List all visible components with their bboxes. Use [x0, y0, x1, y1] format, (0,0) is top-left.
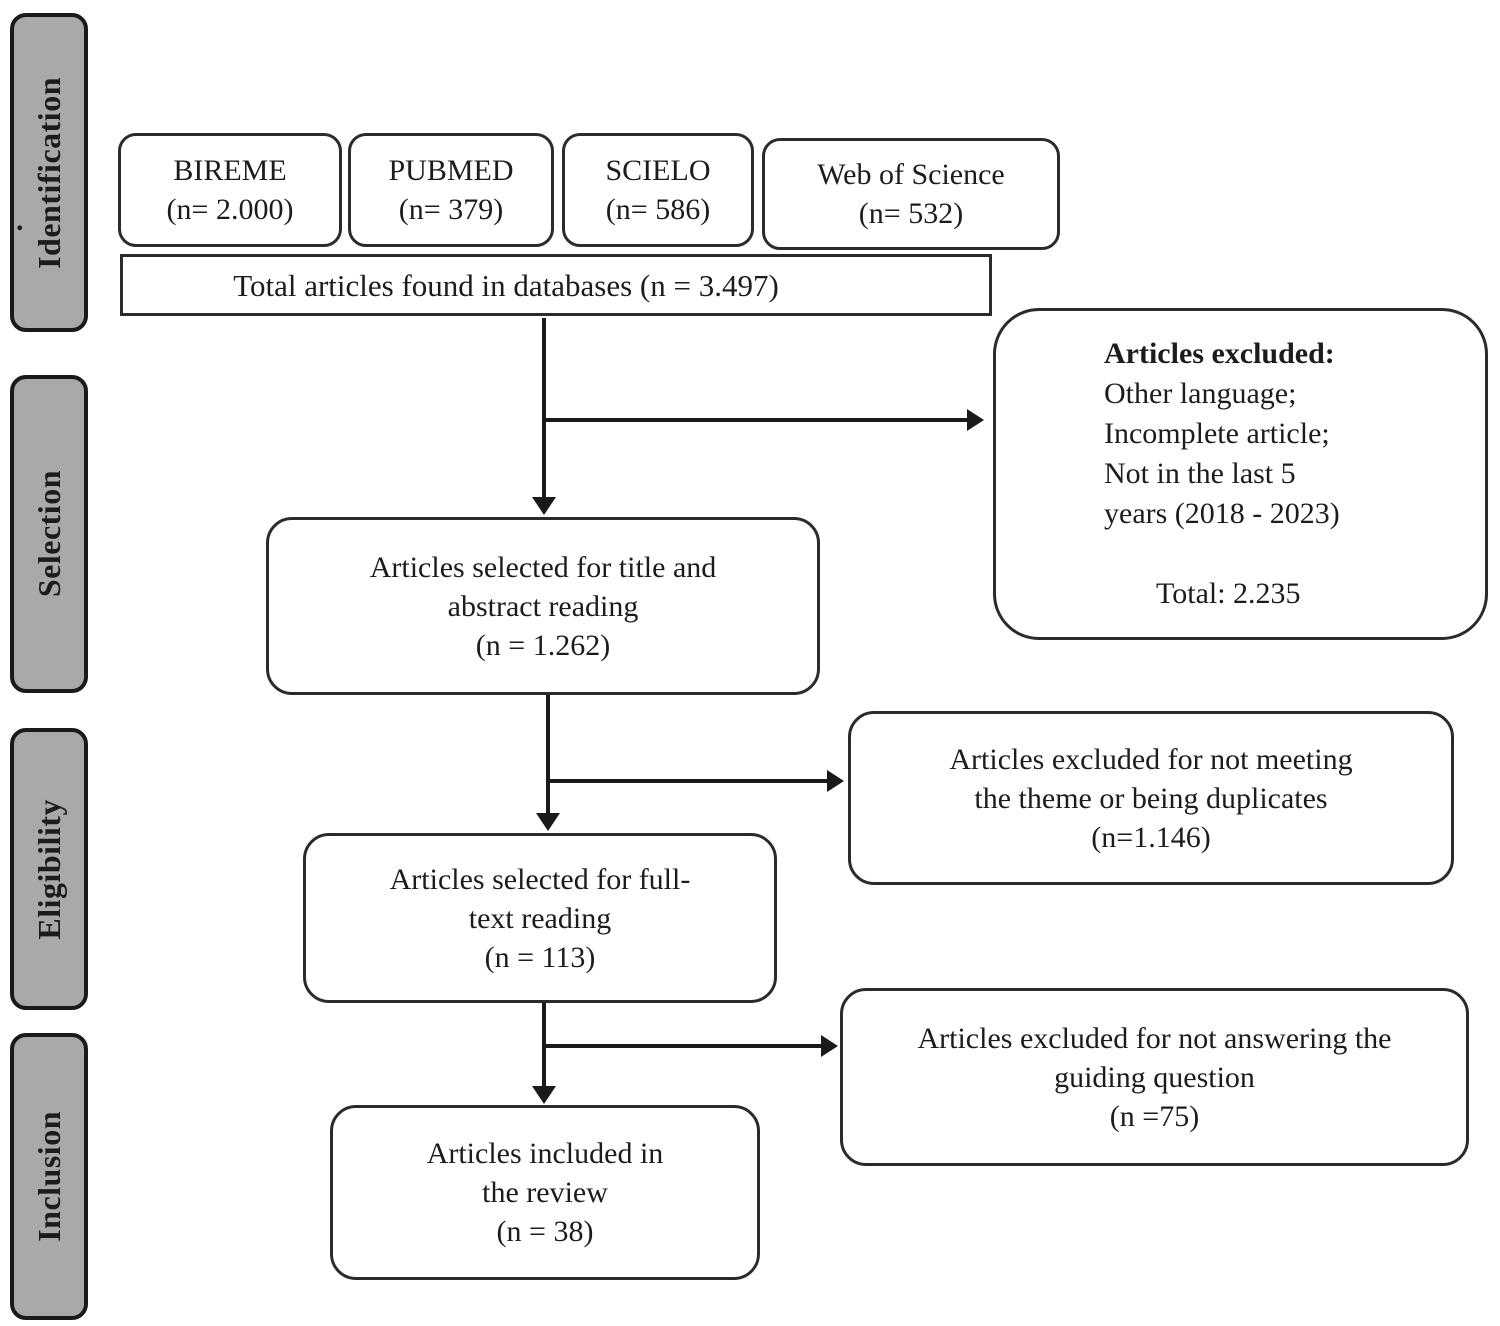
database-box-scielo: SCIELO (n= 586) [562, 133, 754, 247]
total-found-text: Total articles found in databases (n = 3… [233, 267, 779, 303]
excluded-initial-box: Articles excluded: Other language; Incom… [993, 308, 1488, 640]
database-count: (n= 532) [858, 197, 964, 230]
database-count: (n= 2.000) [166, 193, 294, 226]
excluded-guiding-count: (n =75) [1109, 1099, 1200, 1133]
connector-down-2 [546, 695, 550, 814]
excluded-guiding-line: guiding question [1054, 1060, 1255, 1094]
database-name: SCIELO [605, 154, 711, 187]
database-box-pubmed: PUBMED (n= 379) [348, 133, 554, 247]
database-count: (n= 379) [398, 193, 504, 226]
excluded-guiding-box: Articles excluded for not answering the … [840, 988, 1469, 1166]
stage-label-selection: Selection [30, 470, 67, 598]
title-abstract-box: Articles selected for title and abstract… [266, 517, 820, 695]
excluded-theme-line: the theme or being duplicates [974, 781, 1328, 815]
arrowhead-down-1 [532, 497, 556, 515]
database-box-web-of-science: Web of Science (n= 532) [762, 138, 1060, 250]
database-name: Web of Science [817, 158, 1005, 191]
stage-bar-selection: Selection [10, 375, 88, 693]
title-abstract-count: (n = 1.262) [475, 628, 611, 662]
arrowhead-down-3 [532, 1086, 556, 1104]
database-count: (n= 586) [605, 193, 711, 226]
arrowhead-down-2 [536, 813, 560, 831]
stage-label-eligibility: Eligibility [30, 798, 67, 940]
arrowhead-right-2 [827, 770, 844, 792]
connector-right-1 [542, 418, 968, 422]
stage-label-inclusion: Inclusion [30, 1111, 67, 1242]
connector-down-1 [542, 318, 546, 498]
title-abstract-line: abstract reading [447, 589, 639, 623]
excluded-initial-line: Other language; [1104, 377, 1297, 410]
excluded-theme-line: Articles excluded for not meeting [949, 742, 1353, 776]
arrowhead-right-1 [967, 409, 984, 431]
included-review-line: Articles included in [426, 1137, 664, 1170]
excluded-theme-box: Articles excluded for not meeting the th… [848, 711, 1454, 885]
excluded-initial-line: Incomplete article; [1104, 417, 1330, 450]
title-abstract-line: Articles selected for title and [369, 550, 717, 584]
database-name: PUBMED [388, 154, 514, 187]
excluded-theme-count: (n=1.146) [1091, 820, 1211, 854]
excluded-guiding-line: Articles excluded for not answering the [917, 1021, 1392, 1055]
arrowhead-right-3 [821, 1035, 838, 1057]
full-text-box: Articles selected for full- text reading… [303, 833, 777, 1003]
included-review-line: the review [482, 1176, 608, 1209]
excluded-initial-line: Not in the last 5 [1104, 457, 1296, 490]
excluded-initial-total: Total: 2.235 [1156, 577, 1301, 610]
included-review-box: Articles included in the review (n = 38) [330, 1105, 760, 1280]
connector-right-3 [542, 1044, 822, 1048]
full-text-count: (n = 113) [484, 940, 596, 974]
stage-bar-identification: Identification [10, 13, 88, 332]
full-text-line: text reading [468, 901, 612, 935]
excluded-initial-title: Articles excluded: [1104, 337, 1335, 370]
database-box-bireme: BIREME (n= 2.000) [118, 133, 342, 247]
excluded-initial-line: years (2018 - 2023) [1104, 497, 1340, 530]
total-found-box: Total articles found in databases (n = 3… [120, 254, 992, 316]
stage-bar-eligibility: Eligibility [10, 728, 88, 1010]
database-name: BIREME [173, 154, 287, 187]
stray-period-mark: . [16, 204, 24, 237]
stage-bar-inclusion: Inclusion [10, 1033, 88, 1320]
included-review-count: (n = 38) [496, 1215, 594, 1248]
full-text-line: Articles selected for full- [389, 862, 691, 896]
connector-right-2 [546, 779, 828, 783]
stage-label-identification: Identification [30, 76, 67, 269]
